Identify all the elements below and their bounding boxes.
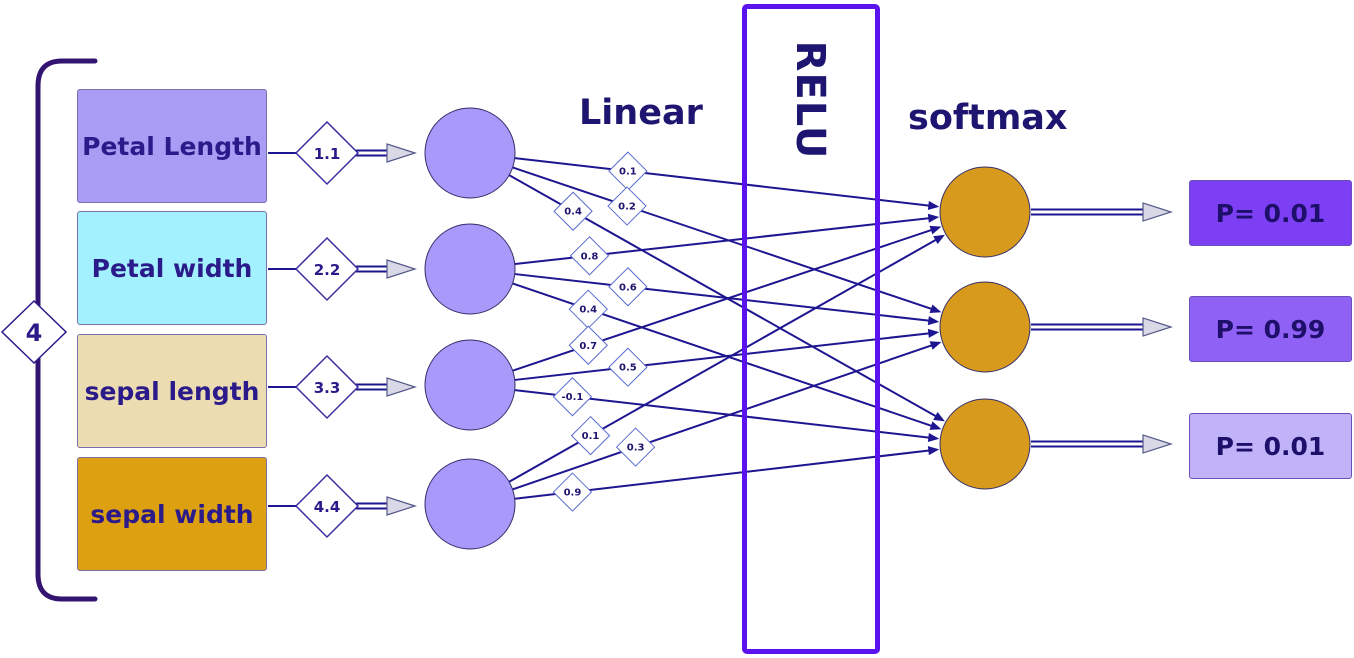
input-value: 4.4 <box>314 498 341 516</box>
input-value-arrow <box>356 496 417 516</box>
input-count-diamond <box>0 299 68 365</box>
edge-arrowhead <box>929 341 942 350</box>
weight-value: 0.4 <box>564 207 582 218</box>
weight-value: 0.4 <box>579 305 597 316</box>
edge-arrowhead <box>927 316 940 326</box>
input-value-diamond <box>294 120 360 186</box>
output-neuron <box>939 166 1031 258</box>
output-neuron <box>939 281 1031 373</box>
weight-value: 0.6 <box>619 282 637 293</box>
weight-diamond <box>607 186 647 226</box>
weight-diamond <box>553 191 593 231</box>
weight-diamond <box>570 415 611 456</box>
output-probability-1: P= 0.01 <box>1189 180 1352 246</box>
probability-label: P= 0.01 <box>1215 431 1326 461</box>
input-value: 3.3 <box>314 379 341 397</box>
feature-sepal-width: sepal width <box>77 457 267 571</box>
feature-petal-length: Petal Length <box>77 89 267 203</box>
edge-arrowhead <box>933 412 945 422</box>
weight-diamond <box>615 427 656 467</box>
edge-arrowhead <box>933 234 945 245</box>
input-neuron <box>424 458 516 550</box>
feature-petal-width: Petal width <box>77 211 267 325</box>
connection-edge <box>512 272 934 323</box>
input-neuron <box>424 107 516 199</box>
edge-arrowhead <box>929 225 942 235</box>
output-probability-2: P= 0.99 <box>1189 296 1352 362</box>
input-neuron <box>424 339 516 431</box>
input-value-arrow <box>356 377 417 397</box>
arrowhead-icon <box>386 259 417 279</box>
connection-edge <box>510 342 937 491</box>
output-arrow <box>1031 434 1173 454</box>
arrowhead-icon <box>386 143 417 163</box>
feature-label: sepal width <box>90 499 254 529</box>
arrowhead-icon <box>386 377 417 397</box>
input-value-arrow <box>356 259 417 279</box>
weight-diamond <box>608 267 648 307</box>
edge-arrowhead <box>927 433 940 442</box>
input-value: 1.1 <box>314 145 341 163</box>
input-value-diamond <box>294 354 360 420</box>
output-arrow <box>1031 317 1173 337</box>
edge-arrowhead <box>927 328 940 338</box>
probability-label: P= 0.01 <box>1215 198 1326 228</box>
probability-label: P= 0.99 <box>1215 314 1326 344</box>
weight-value: 0.1 <box>619 167 637 178</box>
input-value-arrow <box>356 143 417 163</box>
weight-value: 0.1 <box>582 431 600 442</box>
arrowhead-icon <box>1142 202 1173 222</box>
weight-value: -0.1 <box>562 392 584 403</box>
edge-arrowhead <box>927 446 940 456</box>
input-count-label: 4 <box>26 319 43 347</box>
connection-edge <box>512 156 934 208</box>
input-neuron <box>424 223 516 315</box>
relu-layer-box <box>742 4 880 654</box>
weight-diamond <box>568 325 608 365</box>
feature-label: sepal length <box>84 376 260 406</box>
edge-arrowhead <box>927 213 940 223</box>
weight-value: 0.9 <box>564 488 582 499</box>
edge-arrowhead <box>929 421 942 430</box>
weight-value: 0.2 <box>618 202 636 213</box>
input-value: 2.2 <box>314 261 341 279</box>
weight-diamond <box>552 377 593 417</box>
weight-value: 0.7 <box>579 341 597 352</box>
input-value-diamond <box>294 236 360 302</box>
edge-arrowhead <box>927 201 940 210</box>
weight-value: 0.5 <box>619 363 637 374</box>
weight-diamond <box>552 472 593 512</box>
weight-value: 0.8 <box>581 251 599 262</box>
feature-label: Petal Length <box>82 131 262 161</box>
linear-layer-label: Linear <box>579 93 703 133</box>
weight-diamond <box>569 236 610 276</box>
arrowhead-icon <box>1142 317 1173 337</box>
feature-sepal-length: sepal length <box>77 334 267 448</box>
softmax-layer-label: softmax <box>908 98 1068 138</box>
arrowhead-icon <box>386 496 417 516</box>
output-neuron <box>939 398 1031 490</box>
weight-value: 0.3 <box>627 443 645 454</box>
relu-layer-label: RELU <box>787 40 833 160</box>
connection-edge <box>512 331 934 382</box>
output-arrow <box>1031 202 1173 222</box>
feature-label: Petal width <box>91 253 253 283</box>
arrowhead-icon <box>1142 434 1173 454</box>
weight-diamond <box>608 347 648 387</box>
input-value-diamond <box>294 473 360 539</box>
connection-edge <box>510 165 937 312</box>
output-probability-3: P= 0.01 <box>1189 413 1352 479</box>
edge-arrowhead <box>929 304 942 314</box>
